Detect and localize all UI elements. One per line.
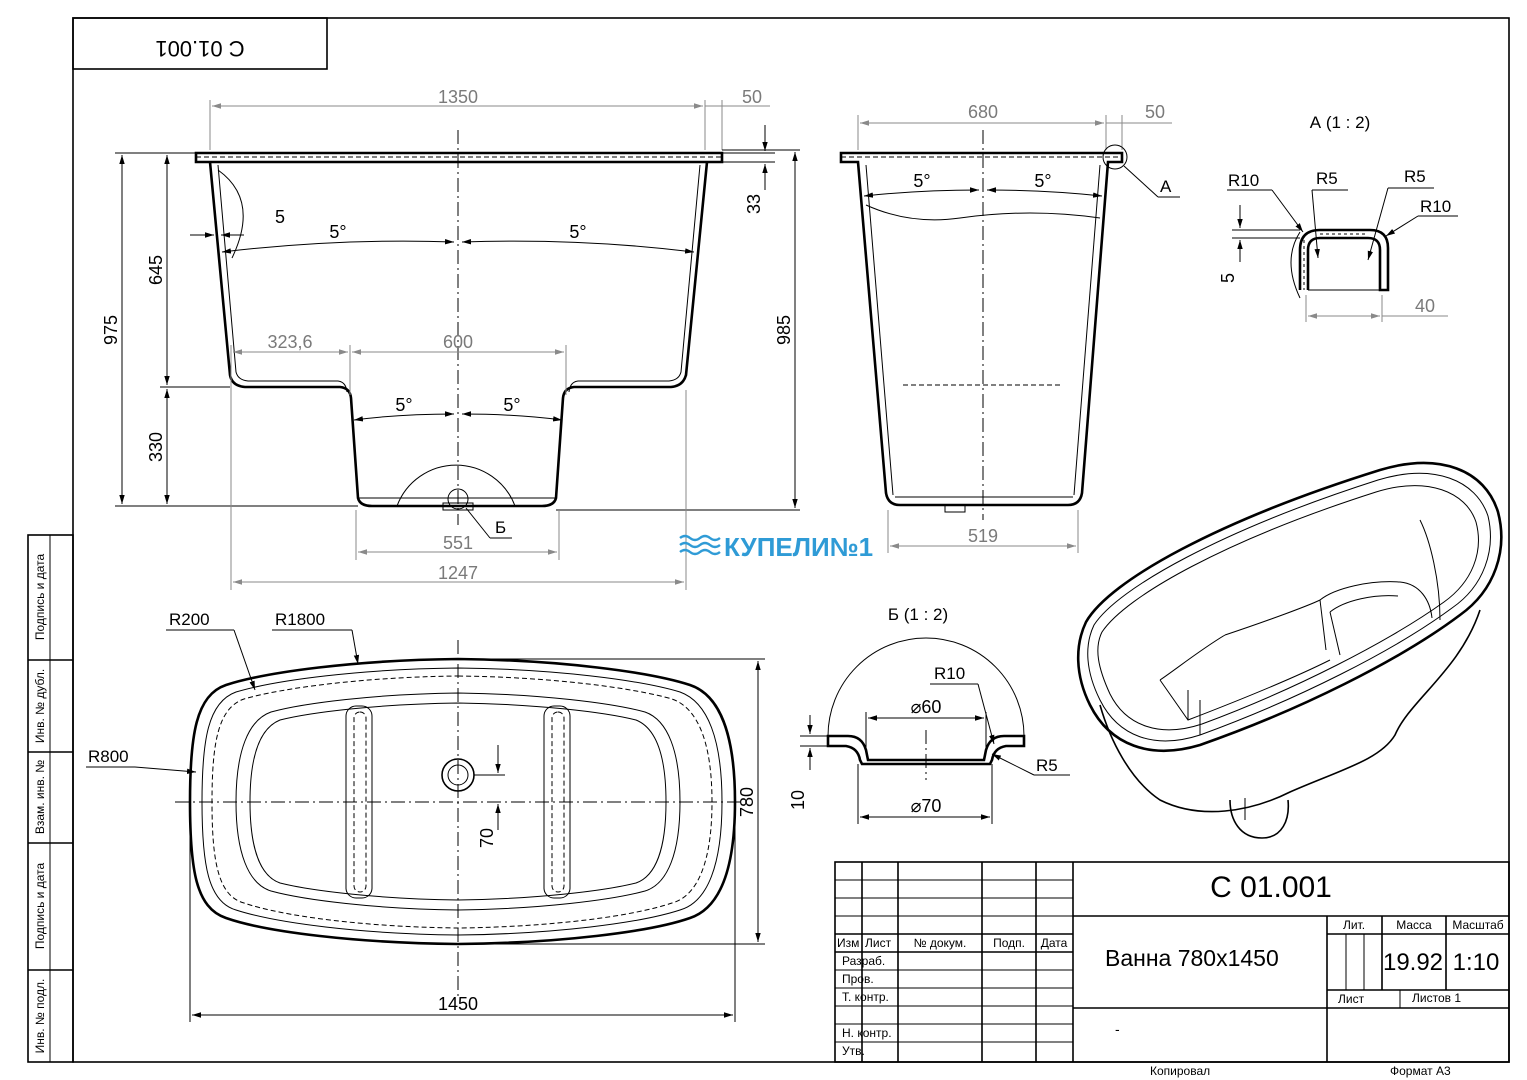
detail-a-dim-5: 5 — [1218, 273, 1238, 283]
stamp-sign-date-2: Подпись и дата — [33, 863, 47, 950]
angle-side-left: 5° — [913, 171, 930, 191]
mirrored-designation-box: С 01.001 — [72, 17, 328, 70]
detail-b-dim-60: ⌀60 — [911, 697, 942, 717]
tb-mass-label: Масса — [1396, 918, 1432, 932]
label-a-callout: А — [1160, 177, 1172, 196]
tb-designation: С 01.001 — [1210, 871, 1332, 904]
tb-sheet-label: Лист — [1338, 992, 1365, 1006]
top-r800: R800 — [88, 747, 129, 766]
top-r200: R200 — [169, 610, 210, 629]
detail-a: А (1 : 2) 5 40 R10 R5 R5 R10 — [1218, 113, 1458, 322]
top-dim-780: 780 — [737, 787, 757, 817]
tb-scale-label: Масштаб — [1452, 918, 1503, 932]
detail-a-r10-right: R10 — [1420, 197, 1451, 216]
stamp-orig-inv: Инв. № подл. — [33, 979, 47, 1054]
detail-b-r10: R10 — [934, 664, 965, 683]
dim-975: 975 — [101, 315, 121, 345]
tb-role-approve: Утв. — [842, 1044, 865, 1058]
top-r1800: R1800 — [275, 610, 325, 629]
dim-985: 985 — [774, 315, 794, 345]
angle-side-right: 5° — [1034, 171, 1051, 191]
detail-a-dim-40: 40 — [1415, 296, 1435, 316]
dim-50-front: 50 — [742, 87, 762, 107]
dim-551: 551 — [443, 533, 473, 553]
tb-header-sign: Подп. — [993, 936, 1025, 950]
stamp-sign-date-1: Подпись и дата — [33, 554, 47, 641]
tb-role-norm: Н. контр. — [842, 1026, 892, 1040]
dim-519: 519 — [968, 526, 998, 546]
side-stamp-strip: Подпись и дата Инв. № дубл. Взам. инв. №… — [27, 534, 74, 1063]
detail-a-r10-left: R10 — [1228, 171, 1259, 190]
dim-600: 600 — [443, 332, 473, 352]
tb-copied: Копировал — [1150, 1064, 1210, 1078]
angle-left-upper: 5° — [329, 222, 346, 242]
tb-header-list: Лист — [865, 936, 892, 950]
tb-role-tech: Т. контр. — [842, 990, 889, 1004]
side-view: 680 50 5° 5° 519 А — [839, 102, 1180, 553]
tb-format: Формат А3 — [1390, 1064, 1451, 1078]
dim-1247: 1247 — [438, 563, 478, 583]
top-dim-70: 70 — [477, 828, 497, 848]
watermark-text: КУПЕЛИ№1 — [724, 532, 873, 562]
tb-sheets-label: Листов 1 — [1412, 991, 1461, 1005]
title-block: Изм Лист № докум. Подп. Дата Разраб. Про… — [834, 861, 1510, 1078]
tb-scale: 1:10 — [1453, 949, 1500, 976]
tb-dash: - — [1115, 1021, 1120, 1037]
isometric-view — [1076, 461, 1503, 839]
detail-b-dim-10: 10 — [788, 790, 808, 810]
detail-a-r5-right: R5 — [1404, 167, 1426, 186]
dim-680: 680 — [968, 102, 998, 122]
dim-323: 323,6 — [267, 332, 312, 352]
detail-b-title: Б (1 : 2) — [888, 605, 948, 624]
detail-a-r5-left: R5 — [1316, 169, 1338, 188]
tb-role-checker: Пров. — [842, 972, 874, 986]
angle-right-lower: 5° — [503, 395, 520, 415]
dim-330: 330 — [146, 432, 166, 462]
dim-50-side: 50 — [1145, 102, 1165, 122]
detail-b-r5: R5 — [1036, 756, 1058, 775]
detail-b-dim-70: ⌀70 — [911, 796, 942, 816]
mirrored-designation: С 01.001 — [155, 36, 244, 61]
tb-lit-label: Лит. — [1343, 918, 1365, 932]
detail-a-title: А (1 : 2) — [1310, 113, 1370, 132]
stamp-dup-inv: Инв. № дубл. — [33, 669, 47, 743]
tb-product-name: Ванна 780х1450 — [1105, 945, 1279, 971]
waves-icon — [679, 534, 721, 556]
stamp-replace-inv: Взам. инв. № — [33, 760, 47, 834]
detail-b: Б (1 : 2) 10 ⌀60 ⌀70 R10 R5 — [788, 605, 1070, 824]
tb-header-doc: № докум. — [914, 936, 967, 950]
top-dim-1450: 1450 — [438, 994, 478, 1014]
dim-645: 645 — [146, 255, 166, 285]
top-view: 70 780 1450 R200 R1800 R800 — [86, 610, 765, 1022]
tb-mass: 19.92 — [1383, 949, 1443, 976]
watermark-logo: КУПЕЛИ№1 — [679, 532, 873, 562]
tb-header-date: Дата — [1041, 936, 1068, 950]
dim-1350: 1350 — [438, 87, 478, 107]
tb-role-developer: Разраб. — [842, 954, 885, 968]
label-b-callout: Б — [495, 518, 506, 537]
front-view: 1350 50 33 5 5° 5° 975 645 330 985 — [101, 87, 800, 590]
dim-5-wall: 5 — [275, 207, 285, 227]
tb-header-izm: Изм — [837, 936, 859, 950]
angle-left-lower: 5° — [395, 395, 412, 415]
dim-33: 33 — [744, 194, 764, 214]
angle-right-upper: 5° — [569, 222, 586, 242]
